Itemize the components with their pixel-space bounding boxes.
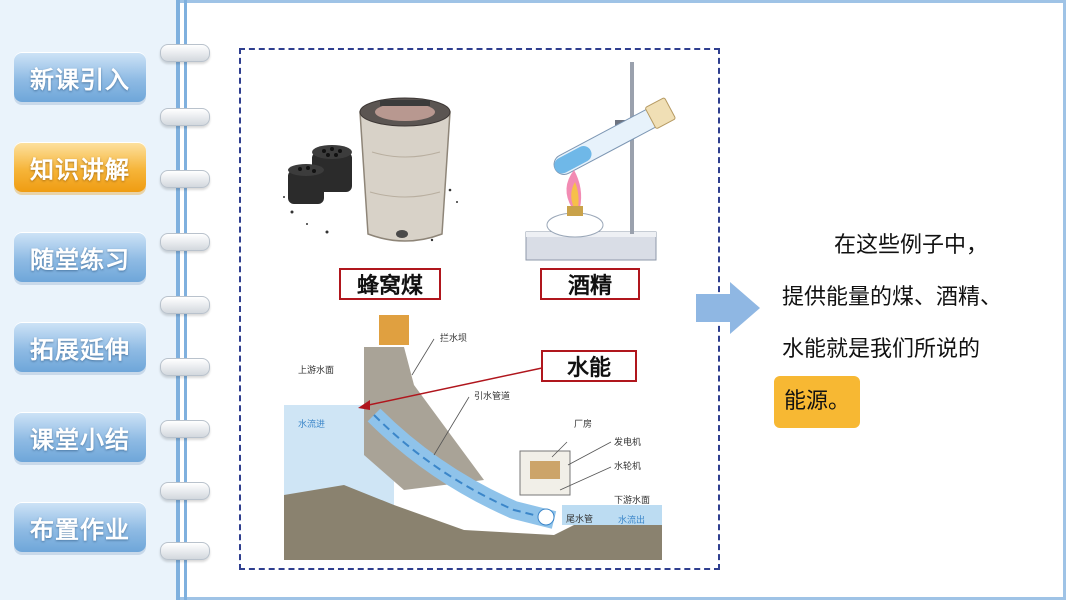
water-inflow-label: 水流进 (298, 418, 325, 430)
nav-new-lesson-button[interactable]: 新课引入 (14, 52, 146, 102)
label-honeycomb-coal: 蜂窝煤 (339, 268, 441, 300)
binder-ring (160, 108, 210, 126)
turbine-label: 水轮机 (614, 460, 641, 472)
tailrace-label: 尾水管 (566, 513, 593, 525)
nav-extension-button[interactable]: 拓展延伸 (14, 322, 146, 372)
downstream-label: 下游水面 (614, 494, 650, 506)
powerhouse-label: 厂房 (574, 418, 592, 430)
explanation-text: 在这些例子中， 提供能量的煤、酒精、 水能就是我们所说的 能源。 (774, 220, 1052, 428)
text-line-2: 提供能量的煤、酒精、 (782, 285, 1003, 310)
top-border (0, 0, 1066, 3)
right-border (1063, 0, 1066, 600)
binder-ring (160, 296, 210, 314)
nav-homework-button[interactable]: 布置作业 (14, 502, 146, 552)
upstream-label: 上游水面 (298, 364, 334, 376)
binder-ring (160, 542, 210, 560)
honeycomb-coal-illustration (283, 97, 458, 242)
nav-practice-button[interactable]: 随堂练习 (14, 232, 146, 282)
text-line-3: 水能就是我们所说的 (782, 337, 981, 362)
dam-label: 拦水坝 (440, 332, 467, 344)
label-alcohol: 酒精 (540, 268, 640, 300)
binder-ring (160, 482, 210, 500)
alcohol-lamp-illustration (525, 62, 676, 261)
nav-summary-button[interactable]: 课堂小结 (14, 412, 146, 462)
energy-highlight: 能源。 (774, 376, 861, 428)
water-outflow-label: 水流出 (618, 514, 645, 526)
label-water-energy: 水能 (541, 350, 637, 382)
generator-label: 发电机 (614, 436, 641, 448)
binder-ring (160, 358, 210, 376)
right-arrow-icon (696, 282, 760, 334)
binder-ring (160, 420, 210, 438)
pointer-arrow (358, 367, 543, 410)
text-line-1: 在这些例子中， (834, 233, 989, 258)
penstock-label: 引水管道 (474, 390, 510, 402)
binder-ring (160, 170, 210, 188)
binder-ring (160, 233, 210, 251)
binder-ring (160, 44, 210, 62)
nav-knowledge-button[interactable]: 知识讲解 (14, 142, 146, 192)
bottom-border (0, 597, 1066, 600)
hydropower-dam-diagram: 拦水坝 上游水面 水流进 引水管道 厂房 发电机 水轮机 下游水面 尾水管 水流… (284, 315, 662, 560)
